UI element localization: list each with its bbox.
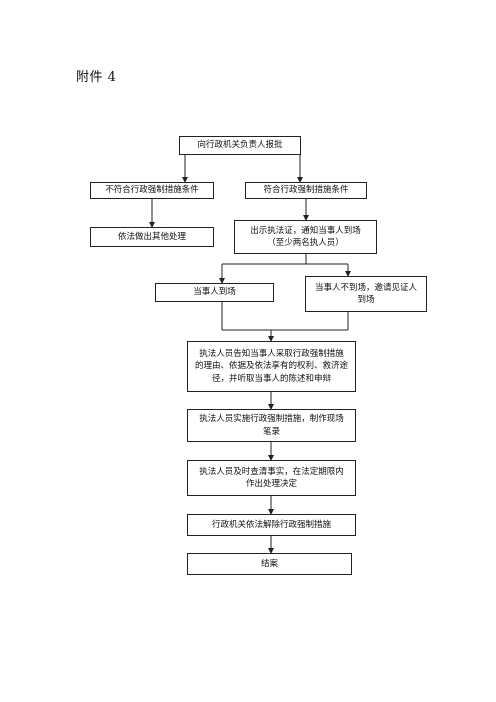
step-meet-conditions: 符合行政强制措施条件: [245, 182, 367, 199]
step-release-measures: 行政机关依法解除行政强制措施: [187, 514, 356, 536]
step-other-handling: 依法做出其他处理: [90, 227, 214, 247]
step-inform-party: 执法人员告知当事人采取行政强制措施 的理由、依据及依法享有的权利、救济途 径，并…: [187, 341, 356, 392]
step-not-meet-conditions: 不符合行政强制措施条件: [90, 182, 214, 199]
step-party-present: 当事人到场: [155, 283, 274, 302]
step-close-case: 结案: [187, 553, 352, 575]
attachment-heading: 附件 4: [76, 70, 117, 85]
step-verify-facts: 执法人员及时查清事实，在法定期限内 作出处理决定: [187, 460, 356, 496]
step-party-absent: 当事人不到场，邀请见证人 到场: [305, 276, 427, 312]
step-show-certificate: 出示执法证，通知当事人到场 （至少两名执人员）: [234, 220, 377, 254]
step-report-to-supervisor: 向行政机关负责人报批: [179, 136, 301, 155]
step-implement-measures: 执法人员实施行政强制措施，制作现场 笔录: [187, 409, 356, 442]
